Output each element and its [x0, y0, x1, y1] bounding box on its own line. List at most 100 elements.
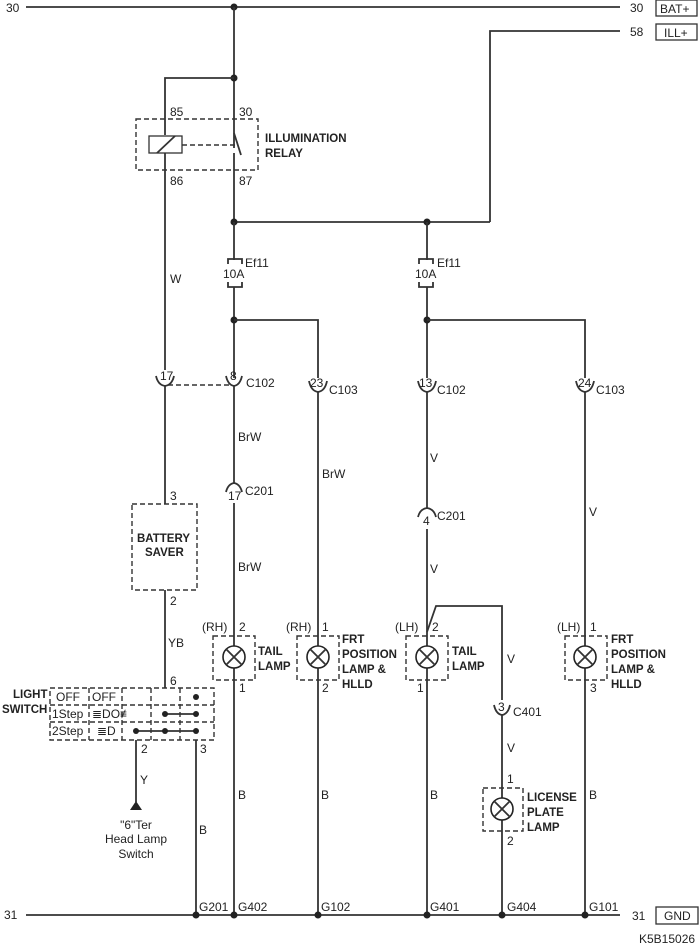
conn-pin: 13	[419, 376, 433, 390]
rail-gnd-left-pin: 31	[4, 908, 18, 922]
conn-pin: 23	[310, 376, 324, 390]
switch-pos-1step: 1Step	[52, 707, 84, 721]
relay-pin-85: 85	[170, 105, 184, 119]
wire-color-b: B	[199, 823, 207, 837]
lamp-label: LAMP	[452, 661, 485, 673]
illumination-relay	[135, 118, 259, 171]
relay-switch-contact	[233, 132, 242, 156]
lamp-lh-tail: (LH) 2 1 TAIL LAMP	[395, 620, 485, 695]
fuse-rating: 10A	[223, 267, 244, 281]
lamp-lh-front-position: (LH) 1 3 FRT POSITION LAMP & HLLD	[557, 620, 666, 695]
ground-label: G401	[430, 900, 460, 914]
lamp-label: HLLD	[342, 679, 373, 691]
ground-points	[192, 911, 589, 919]
lamp-pin-top: 1	[322, 620, 329, 634]
ground-label: G101	[589, 900, 619, 914]
battery-saver-pin-2: 2	[170, 594, 177, 608]
relay-pin-30: 30	[239, 105, 253, 119]
connector-c201-17	[225, 482, 243, 493]
lamp-rh-front-position: (RH) 1 2 FRT POSITION LAMP & HLLD	[286, 620, 397, 695]
battery-saver-line1: BATTERY	[137, 533, 190, 545]
wire-color-brw: BrW	[238, 560, 262, 574]
lamp-side: (LH)	[557, 620, 580, 634]
lamp-label: HLLD	[611, 679, 642, 691]
rail-gnd-pin: 31	[632, 909, 646, 923]
wire-color-brw: BrW	[238, 430, 262, 444]
lamp-pin-bottom: 3	[590, 681, 597, 695]
relay-name-line1: ILLUMINATION	[265, 133, 347, 145]
relay-name-line2: RELAY	[265, 148, 303, 160]
ill-plus-label: ILL+	[664, 26, 688, 40]
ill-plus-label-box	[655, 23, 698, 41]
wire-color-v: V	[507, 652, 515, 666]
conn-label: C401	[513, 705, 542, 719]
rail-bat-left-pin: 30	[6, 1, 20, 15]
lamp-pin-bottom: 2	[322, 681, 329, 695]
bat-plus-label: BAT+	[660, 2, 689, 16]
conn-label: C102	[437, 383, 466, 397]
conn-pin: 3	[498, 700, 505, 714]
lamp-rh-tail: (RH) 2 1 TAIL LAMP	[202, 620, 291, 695]
wire-color-b: B	[321, 788, 329, 802]
ill-rail	[489, 30, 620, 222]
gnd-label-box	[655, 906, 699, 925]
conn-label: C102	[246, 376, 275, 390]
lamp-label: FRT	[342, 634, 364, 646]
lamp-label: LICENSE	[527, 792, 577, 804]
terminal-arrow-icon	[130, 801, 142, 810]
switch-mode-off: OFF	[92, 690, 116, 704]
head-lamp-switch-line3: Switch	[118, 847, 153, 861]
fuse-name: Ef11	[245, 256, 269, 270]
rail-bat-pin: 30	[630, 1, 644, 15]
conn-label: C201	[437, 509, 466, 523]
lamp-pin-top: 2	[432, 620, 439, 634]
head-lamp-switch-line1: "6"Ter	[120, 818, 152, 832]
lamp-pin-top: 1	[507, 772, 514, 786]
conn-label: C103	[329, 383, 358, 397]
lamp-label: TAIL	[452, 646, 477, 658]
lamp-label: PLATE	[527, 807, 564, 819]
battery-saver-pin-3: 3	[170, 489, 177, 503]
lamp-label: LAMP &	[342, 664, 386, 676]
wire-color-v: V	[430, 562, 438, 576]
conn-label: C201	[245, 484, 274, 498]
wire-color-w: W	[170, 272, 182, 286]
relay-85-wire	[164, 77, 234, 135]
relay-pin-86: 86	[170, 174, 184, 188]
bat-plus-label-box	[655, 0, 698, 17]
relay-pin-87: 87	[239, 174, 253, 188]
wire	[427, 319, 586, 378]
lamp-pin-top: 1	[590, 620, 597, 634]
conn-pin: 24	[578, 376, 592, 390]
wire-color-yb: YB	[168, 636, 184, 650]
wire-color-brw: BrW	[322, 467, 346, 481]
light-switch-line1: LIGHT	[13, 689, 48, 701]
lamp-pin-top: 2	[239, 620, 246, 634]
switch-pos-off: OFF	[56, 690, 80, 704]
conn-pin: 4	[423, 514, 430, 528]
lamp-label: FRT	[611, 634, 633, 646]
ground-label: G402	[238, 900, 268, 914]
fuse-rating: 10A	[415, 267, 436, 281]
lamp-pin-bottom: 2	[507, 834, 514, 848]
light-switch: LIGHT SWITCH OFF OFF 1Step ≣DO≢ 2Step ≣D…	[2, 674, 215, 756]
battery-saver-line2: SAVER	[145, 547, 184, 559]
lamp-label: TAIL	[258, 646, 283, 658]
fuse-ef11-lh	[418, 258, 434, 288]
wire-color-v: V	[430, 451, 438, 465]
ground-label: G404	[507, 900, 537, 914]
gnd-label: GND	[664, 909, 691, 923]
wire-color-y: Y	[140, 773, 148, 787]
ground-label: G201	[199, 900, 229, 914]
battery-saver	[131, 503, 198, 591]
switch-pos-2step: 2Step	[52, 724, 84, 738]
wire-color-v: V	[589, 505, 597, 519]
license-plate-lamp: 1 2 LICENSE PLATE LAMP	[482, 772, 577, 848]
license-lamp-feed	[426, 605, 503, 700]
lamp-label: POSITION	[611, 649, 666, 661]
switch-mode-2step-icon: ≣D	[97, 724, 116, 738]
relay-coil-slash	[156, 135, 176, 154]
lamp-side: (RH)	[286, 620, 311, 634]
connector-c201-4	[417, 507, 437, 518]
